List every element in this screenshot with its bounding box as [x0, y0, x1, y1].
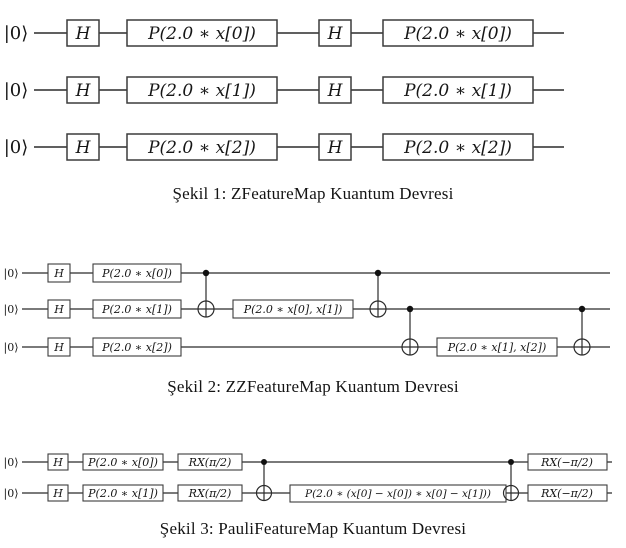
phase-gate — [82, 453, 164, 471]
rx-gate-label: RX(−π/2) — [540, 456, 593, 469]
qubit1-ket-label: |0⟩ — [4, 487, 19, 501]
phase-gate — [92, 337, 182, 357]
cnot-control-dot — [578, 305, 586, 313]
phase-gate-label: P(2.0 ∗ x[1], x[2]) — [447, 341, 547, 354]
figure-caption: Şekil 2: ZZFeatureMap Kuantum Devresi — [167, 377, 459, 396]
hadamard-gate — [318, 19, 352, 47]
hadamard-gate — [47, 299, 71, 319]
cnot-control-dot — [508, 459, 514, 465]
cnot-target-icon — [255, 484, 273, 502]
hadamard-gate-label: H — [327, 24, 344, 44]
phase-gate-label: P(2.0 ∗ x[0]) — [87, 456, 158, 469]
rx-gate — [527, 484, 608, 502]
hadamard-gate — [318, 133, 352, 161]
phase-gate — [126, 133, 278, 161]
hadamard-gate-label: H — [53, 303, 64, 316]
hadamard-gate-label: H — [327, 138, 344, 158]
phase-gate — [82, 484, 164, 502]
hadamard-gate — [47, 263, 71, 283]
phase-gate — [382, 133, 534, 161]
hadamard-gate-label: H — [52, 487, 63, 500]
phase-gate-label: P(2.0 ∗ x[1]) — [147, 81, 256, 101]
hadamard-gate — [66, 19, 100, 47]
phase-gate-entangling — [436, 337, 558, 357]
figure-caption: Şekil 1: ZFeatureMap Kuantum Devresi — [172, 184, 454, 203]
qubit1-ket-label: |0⟩ — [4, 80, 29, 101]
rx-gate — [177, 484, 243, 502]
phase-gate-label: P(2.0 ∗ x[0], x[1]) — [243, 303, 343, 316]
paulifeaturemap-circuit-diagram: |0⟩ |0⟩ H P(2.0 ∗ x[0]) RX(π/2) RX(−π/2)… — [4, 453, 612, 503]
rx-gate-label: RX(π/2) — [188, 456, 232, 469]
hadamard-gate — [47, 484, 69, 502]
figure-caption: Şekil 3: PauliFeatureMap Kuantum Devresi — [159, 519, 467, 538]
cnot-control-dot — [374, 269, 382, 277]
cnot-target-icon — [197, 300, 215, 318]
zfeaturemap-circuit-diagram: |0⟩ H P(2.0 ∗ x[0]) H P(2.0 ∗ x[0]) |0⟩ … — [4, 19, 564, 161]
hadamard-gate-label: H — [327, 81, 344, 101]
rx-gate-label: RX(π/2) — [188, 487, 232, 500]
phase-gate-label: P(2.0 ∗ (x[0] − x[0]) ∗ x[0] − x[1])) — [304, 488, 491, 500]
phase-gate-label: P(2.0 ∗ x[1]) — [403, 81, 512, 101]
phase-gate-label: P(2.0 ∗ x[2]) — [403, 138, 512, 158]
phase-gate — [382, 76, 534, 104]
phase-gate — [126, 19, 278, 47]
hadamard-gate — [47, 337, 71, 357]
phase-gate-label: P(2.0 ∗ x[1]) — [101, 303, 172, 316]
hadamard-gate — [47, 453, 69, 471]
qubit0-ket-label: |0⟩ — [4, 456, 19, 470]
qubit0-ket-label: |0⟩ — [4, 267, 19, 281]
qubit1-ket-label: |0⟩ — [4, 303, 19, 317]
hadamard-gate — [318, 76, 352, 104]
phase-gate-label: P(2.0 ∗ x[2]) — [101, 341, 172, 354]
cnot-target-icon — [369, 300, 387, 318]
hadamard-gate-label: H — [75, 138, 92, 158]
phase-gate-label: P(2.0 ∗ x[1]) — [87, 487, 158, 500]
hadamard-gate-label: H — [53, 267, 64, 280]
hadamard-gate-label: H — [75, 24, 92, 44]
phase-gate — [382, 19, 534, 47]
rx-gate — [177, 453, 243, 471]
phase-gate-label: P(2.0 ∗ x[0]) — [101, 267, 172, 280]
cnot-target-icon — [573, 338, 591, 356]
phase-gate-label: P(2.0 ∗ x[0]) — [147, 24, 256, 44]
cnot-target-icon — [502, 484, 520, 502]
phase-gate — [126, 76, 278, 104]
qubit2-ket-label: |0⟩ — [4, 341, 19, 355]
phase-gate-label: P(2.0 ∗ x[2]) — [147, 138, 256, 158]
cnot-target-icon — [401, 338, 419, 356]
qubit0-ket-label: |0⟩ — [4, 23, 29, 44]
qubit2-ket-label: |0⟩ — [4, 137, 29, 158]
phase-gate-entangling — [289, 484, 507, 503]
cnot-control-dot — [261, 459, 267, 465]
hadamard-gate-label: H — [52, 456, 63, 469]
phase-gate-label: P(2.0 ∗ x[0]) — [403, 24, 512, 44]
zzfeaturemap-circuit-diagram: |0⟩ |0⟩ |0⟩ H P(2.0 ∗ x[0]) H P(2.0 ∗ x[… — [4, 263, 610, 357]
hadamard-gate — [66, 133, 100, 161]
hadamard-gate-label: H — [53, 341, 64, 354]
cnot-control-dot — [406, 305, 414, 313]
rx-gate-label: RX(−π/2) — [540, 487, 593, 500]
hadamard-gate-label: H — [75, 81, 92, 101]
figure-2-zzfeaturemap: |0⟩ |0⟩ |0⟩ H P(2.0 ∗ x[0]) H P(2.0 ∗ x[… — [0, 255, 626, 397]
phase-gate — [92, 263, 182, 283]
figure-3-paulifeaturemap: |0⟩ |0⟩ H P(2.0 ∗ x[0]) RX(π/2) RX(−π/2)… — [0, 445, 626, 539]
phase-gate-entangling — [232, 299, 354, 319]
cnot-control-dot — [202, 269, 210, 277]
hadamard-gate — [66, 76, 100, 104]
phase-gate — [92, 299, 182, 319]
figure-1-zfeaturemap: |0⟩ H P(2.0 ∗ x[0]) H P(2.0 ∗ x[0]) |0⟩ … — [0, 8, 626, 204]
rx-gate — [527, 453, 608, 471]
